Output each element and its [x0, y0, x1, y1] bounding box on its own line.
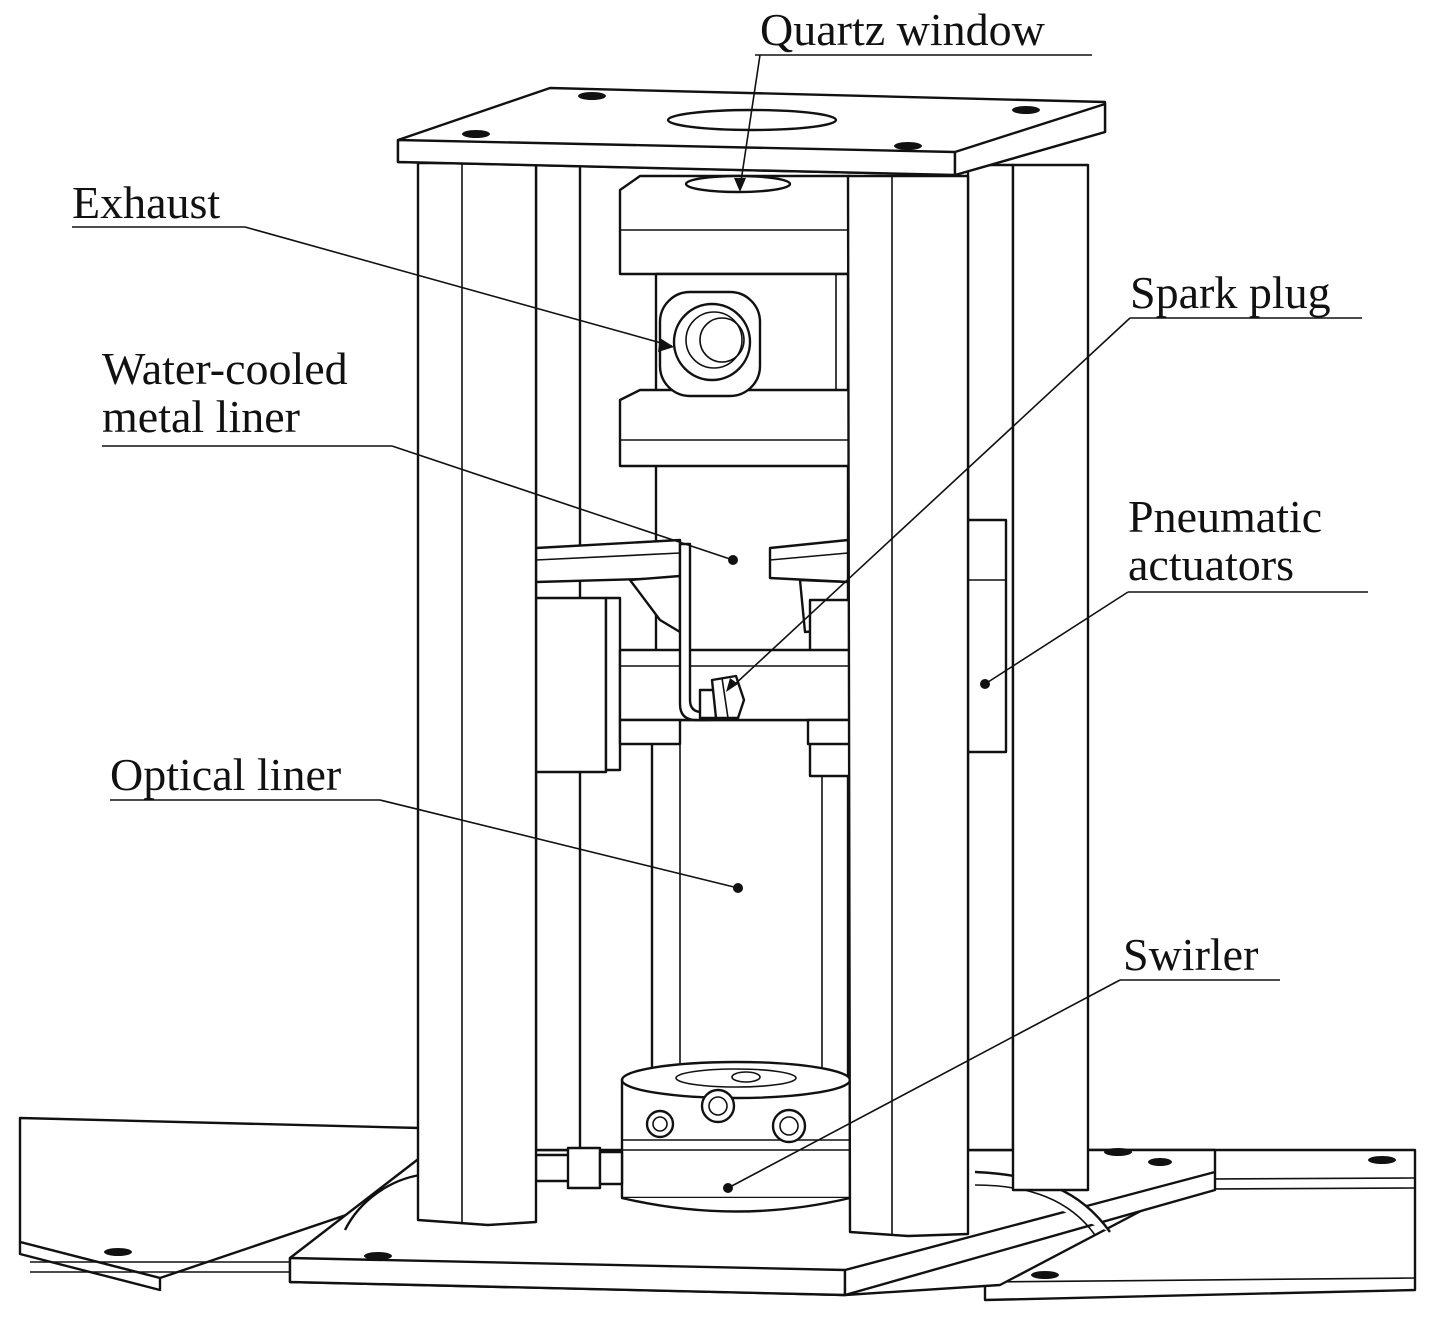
optical-liner-cylinder: [650, 718, 850, 1082]
label-spark-plug: Spark plug: [726, 267, 1362, 692]
label-exhaust-text: Exhaust: [72, 177, 220, 228]
swirler-body: [534, 1060, 852, 1213]
label-exhaust: Exhaust: [72, 177, 674, 352]
exhaust-port: [658, 290, 762, 398]
label-quartz-window-text: Quartz window: [760, 4, 1046, 55]
label-water-cooled-metal-liner: Water-cooled metal liner: [102, 343, 738, 565]
left-base-rail: [18, 1116, 422, 1292]
label-quartz-window: Quartz window: [734, 4, 1092, 192]
label-water-cooled-line2: metal liner: [102, 391, 300, 442]
label-pneumatic-actuators: Pneumatic actuators: [980, 491, 1368, 689]
front-pillars: [416, 161, 970, 1238]
label-optical-liner: Optical liner: [110, 749, 743, 893]
label-swirler-text: Swirler: [1123, 929, 1258, 980]
top-plate: [396, 86, 1107, 177]
label-swirler: Swirler: [723, 929, 1280, 1193]
label-optical-liner-text: Optical liner: [110, 749, 341, 800]
label-pneumatic-line1: Pneumatic: [1128, 491, 1322, 542]
label-water-cooled-line1: Water-cooled: [102, 343, 348, 394]
left-bracket: [534, 538, 682, 774]
label-pneumatic-line2: actuators: [1128, 539, 1294, 590]
label-spark-plug-text: Spark plug: [1130, 267, 1331, 318]
